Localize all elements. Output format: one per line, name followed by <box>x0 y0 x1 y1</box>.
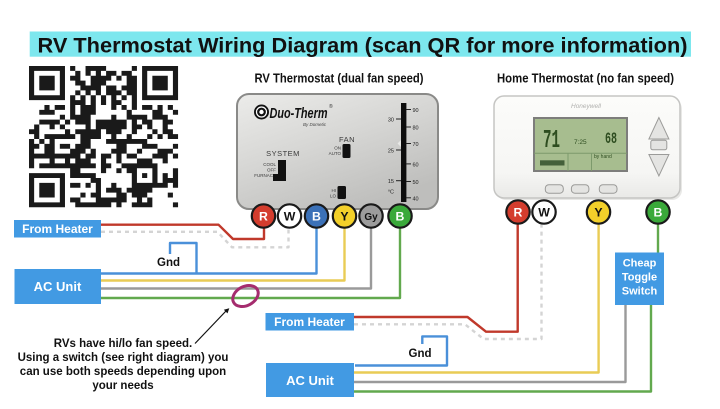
svg-text:Gnd: Gnd <box>157 257 180 269</box>
svg-text:Switch: Switch <box>622 286 658 298</box>
svg-text:Duo-Therm: Duo-Therm <box>270 105 328 122</box>
svg-text:°C: °C <box>388 190 394 196</box>
svg-text:B: B <box>396 210 405 224</box>
svg-text:From Heater: From Heater <box>274 315 345 329</box>
svg-text:Gnd: Gnd <box>409 348 432 360</box>
svg-text:7:25: 7:25 <box>574 139 587 146</box>
svg-text:®: ® <box>329 103 333 110</box>
svg-text:R: R <box>514 206 523 220</box>
svg-text:50: 50 <box>413 180 419 186</box>
svg-text:68: 68 <box>605 130 617 148</box>
svg-text:FAN: FAN <box>339 135 355 144</box>
svg-text:AC Unit: AC Unit <box>286 373 334 388</box>
svg-text:80: 80 <box>413 126 419 132</box>
svg-text:Y: Y <box>340 210 348 224</box>
svg-text:can use both speeds depending: can use both speeds depending upon <box>20 366 226 378</box>
svg-text:RVs have hi/lo fan speed.: RVs have hi/lo fan speed. <box>54 338 192 350</box>
svg-text:Y: Y <box>594 206 602 220</box>
svg-text:71: 71 <box>543 125 560 155</box>
svg-text:AUTO: AUTO <box>329 151 342 156</box>
svg-text:ON: ON <box>334 146 341 151</box>
svg-text:Toggle: Toggle <box>622 272 657 284</box>
svg-text:By Dometic: By Dometic <box>303 122 327 127</box>
svg-text:70: 70 <box>413 142 419 148</box>
svg-text:B: B <box>654 206 663 220</box>
svg-text:R: R <box>259 210 268 224</box>
svg-text:Using a switch (see right diag: Using a switch (see right diagram) you <box>18 352 229 364</box>
svg-text:Gy: Gy <box>364 212 378 223</box>
svg-text:HI: HI <box>332 188 337 193</box>
svg-text:LO: LO <box>330 194 337 199</box>
svg-text:Cheap: Cheap <box>623 258 657 270</box>
svg-text:Honeywell: Honeywell <box>571 103 602 110</box>
svg-text:30: 30 <box>388 118 394 124</box>
svg-text:your needs: your needs <box>92 380 153 392</box>
svg-text:90: 90 <box>413 108 419 114</box>
svg-text:Home Thermostat (no fan speed): Home Thermostat (no fan speed) <box>497 72 674 86</box>
svg-text:40: 40 <box>413 196 419 202</box>
svg-text:SYSTEM: SYSTEM <box>266 149 300 158</box>
svg-text:25: 25 <box>388 149 394 155</box>
svg-text:15: 15 <box>388 179 394 185</box>
svg-text:W: W <box>284 210 296 224</box>
svg-text:by hand: by hand <box>594 154 612 160</box>
svg-text:W: W <box>538 206 550 220</box>
svg-text:B: B <box>312 210 321 224</box>
svg-text:From Heater: From Heater <box>22 222 93 236</box>
svg-text:RV Thermostat Wiring Diagram (: RV Thermostat Wiring Diagram (scan QR fo… <box>38 34 688 57</box>
svg-text:FURNACE: FURNACE <box>254 173 276 178</box>
svg-text:60: 60 <box>413 162 419 168</box>
svg-text:AC Unit: AC Unit <box>34 279 82 294</box>
svg-text:OFF: OFF <box>267 168 276 173</box>
svg-text:RV Thermostat (dual fan speed): RV Thermostat (dual fan speed) <box>255 72 424 86</box>
svg-text:COOL: COOL <box>263 162 276 167</box>
